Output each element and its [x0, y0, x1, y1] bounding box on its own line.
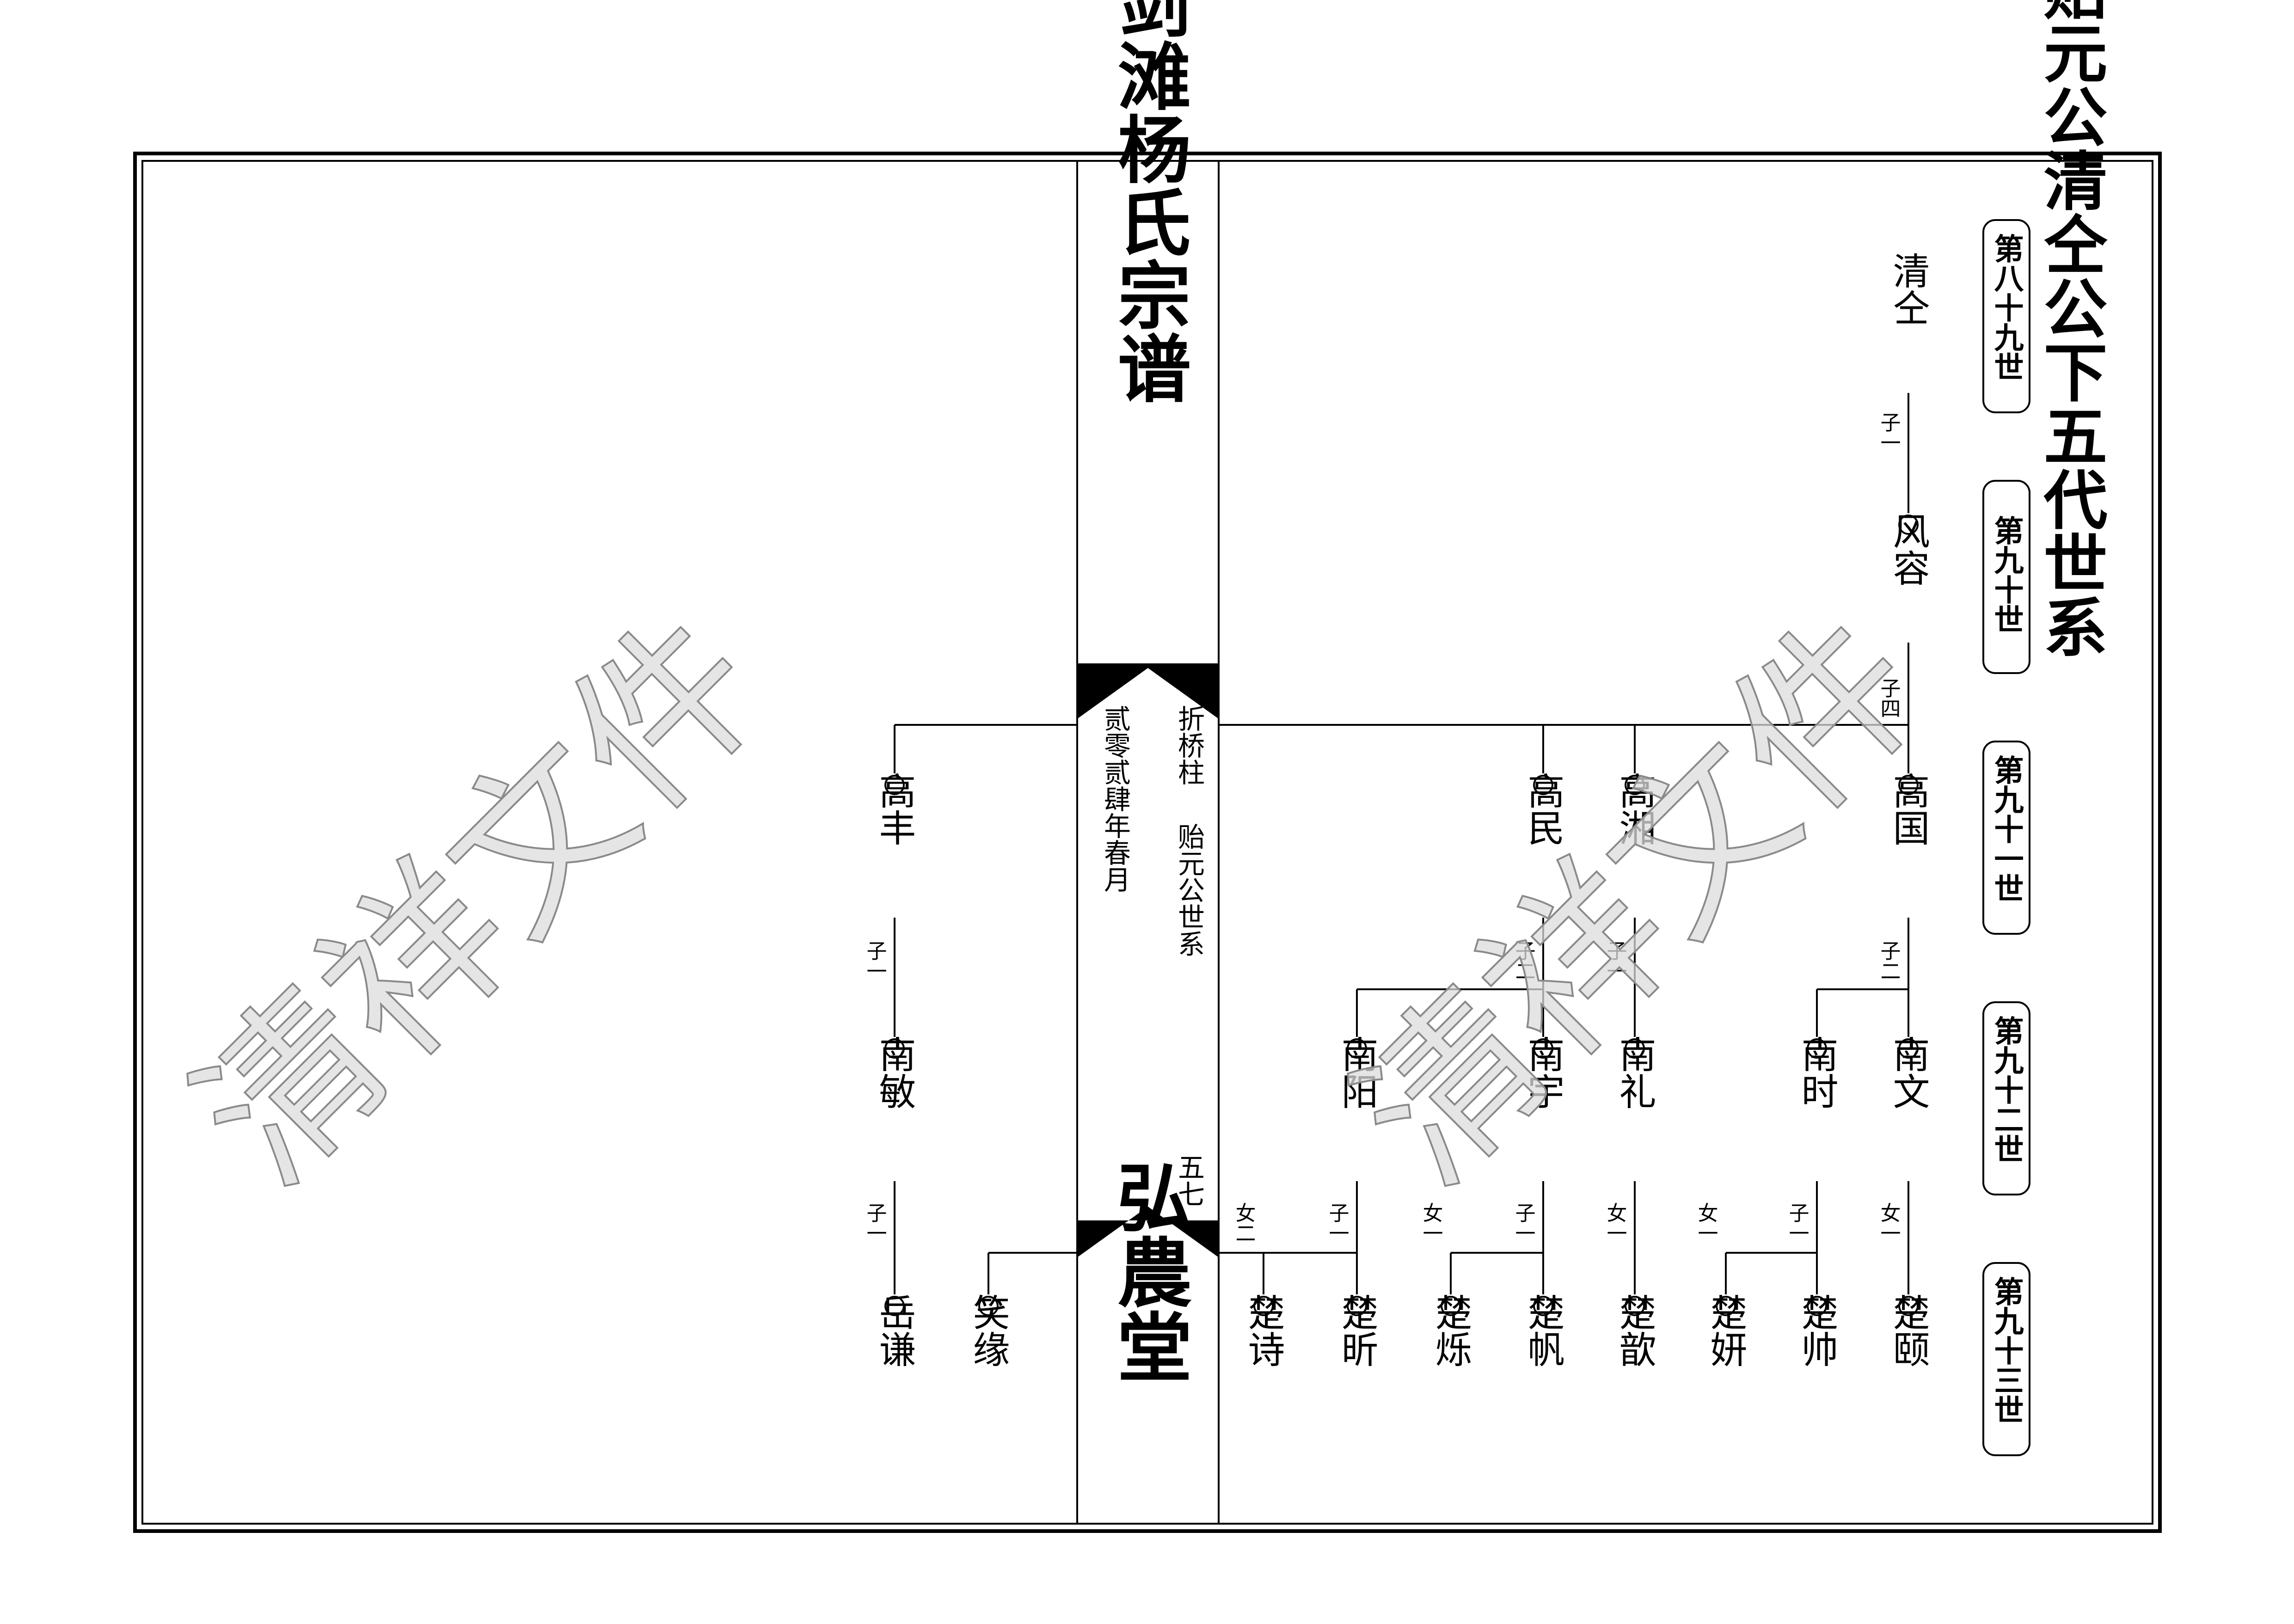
generation-label-91: 第九十一世 — [1989, 755, 2024, 903]
person-chushuo: 楚烁 — [1429, 1293, 1472, 1367]
lineage-label: 贻元公世系 — [1173, 823, 1205, 957]
person-nanmin: 南敏 — [873, 1036, 916, 1109]
person-nanyang: 南阳 — [1336, 1036, 1379, 1109]
spine: 剑滩杨氏宗谱 弘農堂 折桥柱 贻元公世系 贰零贰肆年春月 五七 — [1076, 0, 1220, 1524]
person-qingtong: 清仝 — [1887, 252, 1930, 326]
hall-name: 弘農堂 — [1104, 1159, 1192, 1384]
rel-label: 子一 — [1785, 1202, 1809, 1243]
person-gaofeng: 高丰 — [873, 772, 916, 846]
generation-labels: 第八十九世 第九十世 第九十一世 第九十二世 第九十三世 — [1982, 219, 2030, 1456]
rel-label: 子二 — [1877, 940, 1901, 981]
rel-label: 子一 — [1877, 412, 1901, 453]
rel-label: 子二 — [1512, 940, 1535, 981]
rel-label: 子一 — [1325, 1202, 1349, 1243]
person-fengrong: 风容 — [1887, 512, 1930, 586]
person-nanli: 南礼 — [1613, 1036, 1656, 1109]
person-gaomin: 高民 — [1522, 772, 1565, 846]
rel-label: 子一 — [863, 1202, 887, 1243]
generation-label-92: 第九十二世 — [1989, 1016, 2024, 1164]
branch-label: 折桥柱 — [1173, 705, 1205, 785]
person-chuxin: 楚歆 — [1613, 1293, 1656, 1367]
person-gaoxiang: 高湘 — [1613, 772, 1656, 846]
section-title: 上折桥贻元公清仝公下五代世系 — [2033, 0, 2108, 658]
outer-border — [133, 152, 2162, 1533]
person-nanyu: 南宇 — [1522, 1036, 1565, 1109]
person-chuyi: 楚颐 — [1887, 1293, 1930, 1367]
rel-label: 女一 — [1603, 1202, 1627, 1243]
person-nanwen: 南文 — [1887, 1036, 1930, 1109]
person-xiaoyuan: 笑缘 — [967, 1293, 1010, 1367]
person-chushuai: 楚帅 — [1796, 1293, 1839, 1367]
person-chuyan: 楚妍 — [1705, 1293, 1748, 1367]
person-yuqian: 岳谦 — [873, 1293, 916, 1367]
generation-label-93: 第九十三世 — [1989, 1276, 2024, 1424]
page-number: 五七 — [1173, 1153, 1205, 1207]
person-chushi: 楚诗 — [1242, 1293, 1285, 1367]
generation-label-89: 第八十九世 — [1989, 233, 2024, 381]
rel-label: 女二 — [1232, 1202, 1256, 1243]
fishtail-top — [1077, 663, 1219, 719]
fishtail-bottom — [1077, 1207, 1219, 1257]
rel-label: 子一 — [863, 940, 887, 981]
rel-label: 女一 — [1419, 1202, 1443, 1243]
tree-lines — [894, 393, 1909, 1294]
publish-date: 贰零贰肆年春月 — [1099, 705, 1131, 893]
person-chuxin2: 楚昕 — [1336, 1293, 1379, 1367]
tree-nodes — [884, 515, 1919, 1316]
rel-label: 女一 — [1694, 1202, 1718, 1243]
generation-label-90: 第九十世 — [1989, 515, 2024, 634]
rel-label: 子四 — [1877, 678, 1901, 718]
inner-border — [141, 160, 2153, 1525]
rel-label: 女一 — [1877, 1202, 1901, 1243]
person-gaoguo: 高国 — [1887, 772, 1930, 846]
person-chufan: 楚帆 — [1522, 1293, 1565, 1367]
person-nanshi: 南时 — [1796, 1036, 1839, 1109]
rel-label: 子一 — [1603, 940, 1627, 981]
rel-label: 子一 — [1512, 1202, 1535, 1243]
book-title: 剑滩杨氏宗谱 — [1105, 0, 1191, 404]
